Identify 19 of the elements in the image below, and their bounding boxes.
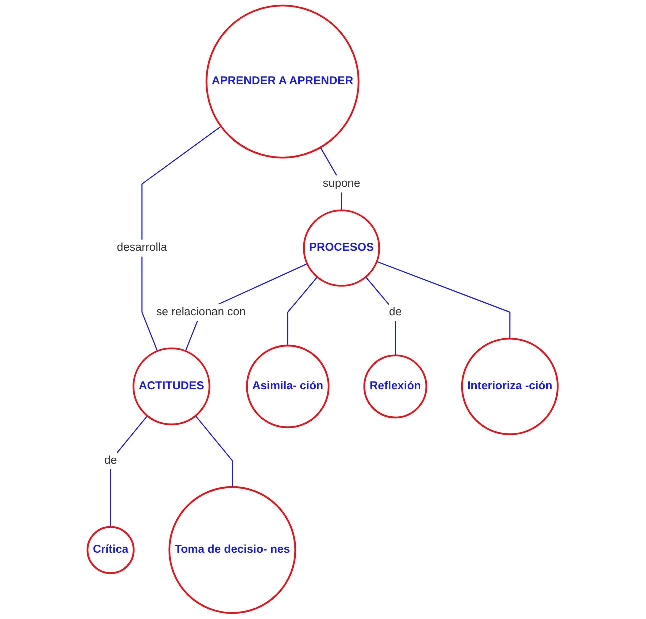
node-circle: Asimila- ción xyxy=(246,344,330,428)
connector xyxy=(366,276,396,356)
connector xyxy=(288,276,318,346)
edge-label: desarrolla xyxy=(117,242,168,254)
node-circle: Crítica xyxy=(86,526,135,574)
node-circle: ACTITUDES xyxy=(132,348,211,426)
connector xyxy=(376,261,511,339)
node-circle: PROCESOS xyxy=(303,210,381,287)
edge-label: supone xyxy=(323,178,361,190)
node-circle: Toma de decisio- nes xyxy=(168,486,297,614)
edge-label: se relacionan con xyxy=(156,306,246,318)
connector xyxy=(110,416,148,528)
connector xyxy=(142,126,222,352)
node-circle: APRENDER A APRENDER xyxy=(206,4,360,159)
node-circle: Interioriza -ción xyxy=(462,338,560,436)
edge-label: de xyxy=(389,306,402,318)
connector xyxy=(196,416,234,488)
node-circle: Reflexión xyxy=(364,354,428,419)
edge-label: de xyxy=(104,454,118,467)
